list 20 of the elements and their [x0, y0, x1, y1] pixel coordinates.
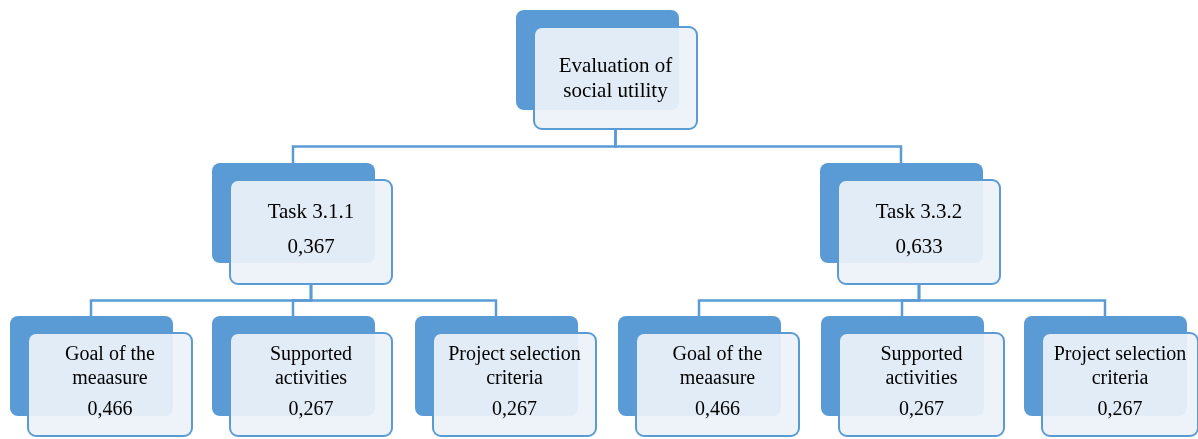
node-text: 0,267 — [899, 397, 944, 421]
node-text: Supported activities — [268, 342, 354, 390]
node-text: 0,267 — [288, 397, 334, 421]
node-text: 0,466 — [87, 397, 133, 421]
node-text: 0,267 — [492, 397, 537, 421]
node-text: Project selection criteria — [1052, 342, 1188, 390]
node-text: Task 3.1.1 — [267, 199, 355, 224]
node-text: 0,633 — [895, 233, 943, 259]
node-text: Evaluation of social utility — [557, 53, 674, 103]
node-text: 0,267 — [1097, 397, 1143, 421]
node-text: Goal of the meaasure — [671, 342, 764, 390]
node-text: 0,367 — [287, 233, 335, 259]
connector-line — [309, 285, 498, 316]
node-text: Project selection criteria — [447, 342, 582, 390]
connector-line — [614, 130, 903, 163]
connector-line — [917, 285, 1107, 316]
node-text: 0,466 — [695, 397, 740, 421]
node-text: Task 3.3.2 — [875, 199, 963, 224]
node-text: Supported activities — [879, 342, 964, 390]
node-text: Goal of the meaasure — [64, 342, 156, 390]
